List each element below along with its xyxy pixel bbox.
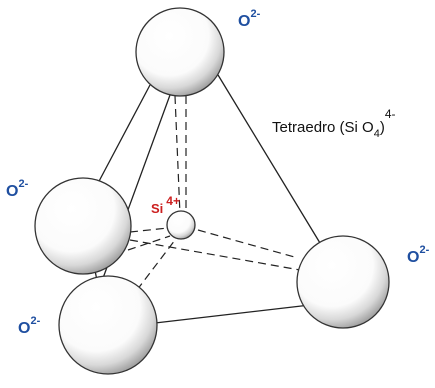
silicon-sphere bbox=[166, 210, 196, 240]
oxygen-label-right: O2- bbox=[407, 244, 430, 266]
edge-hidden-left bbox=[129, 227, 169, 233]
oxygen-sphere-right bbox=[296, 235, 390, 329]
edge-top-right bbox=[214, 69, 321, 244]
tetrahedron-title: Tetraedro (Si O4)4- bbox=[272, 107, 396, 140]
oxygen-sphere-left bbox=[34, 177, 132, 275]
oxygen-sphere-bottom bbox=[58, 275, 158, 375]
oxygen-label-bottom: O2- bbox=[18, 315, 41, 337]
oxygen-sphere-top bbox=[135, 7, 225, 97]
oxygen-label-left: O2- bbox=[6, 178, 29, 200]
edge-bottom-right bbox=[154, 304, 311, 324]
edge-hidden-bottom bbox=[136, 239, 176, 291]
edge-hidden-top bbox=[174, 95, 181, 216]
edge-hidden-right bbox=[197, 229, 299, 259]
tetrahedron-hidden-edges bbox=[127, 95, 301, 291]
oxygen-label-top: O2- bbox=[238, 8, 261, 30]
edge-hidden-left2 bbox=[127, 235, 171, 251]
edge-hidden-left-right bbox=[129, 239, 301, 271]
